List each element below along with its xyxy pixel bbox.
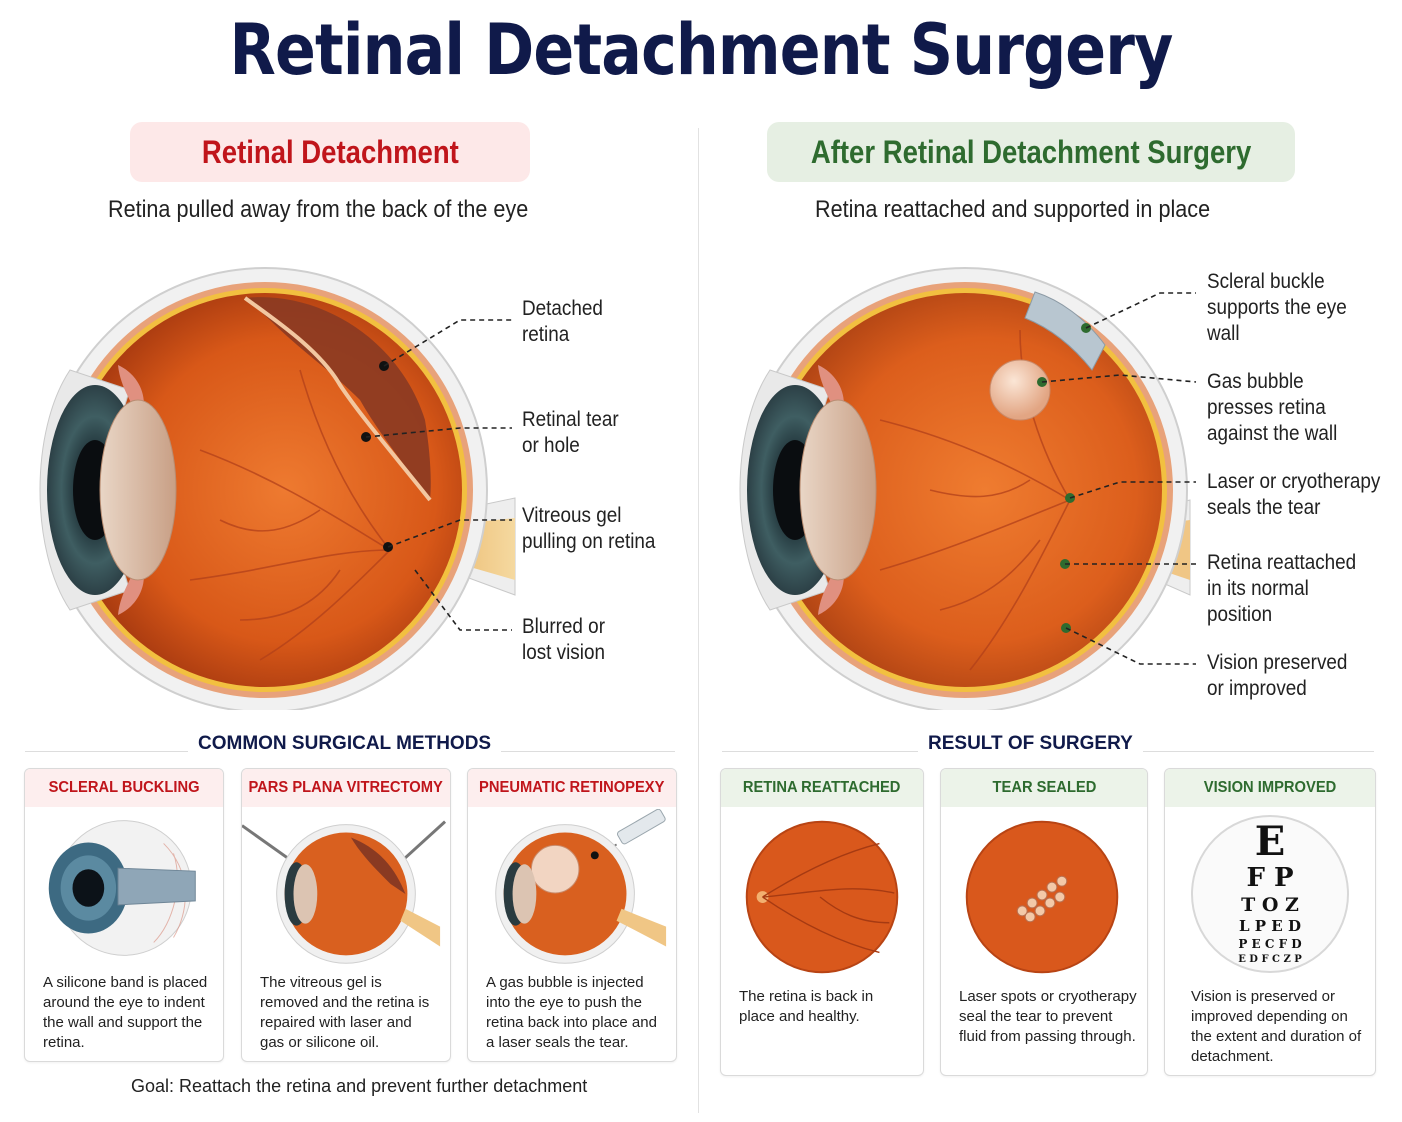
panel-divider bbox=[698, 128, 699, 1113]
eye-chart-row: T O Z bbox=[1241, 894, 1299, 916]
result-card-retina-reattached: RETINA REATTACHED The retina is back in … bbox=[720, 768, 924, 1076]
eye-chart-row: F P bbox=[1246, 863, 1294, 893]
callout-vitreous-gel-text: Vitreous gel pulling on retina bbox=[522, 504, 656, 553]
eye-chart-row: E bbox=[1254, 818, 1286, 865]
result-card-heading: TEAR SEALED bbox=[941, 769, 1147, 807]
surgery-heading-text: After Retinal Detachment Surgery bbox=[810, 133, 1252, 170]
callout-vision-preserved-text: Vision preserved or improved bbox=[1207, 651, 1348, 700]
callout-retinal-tear: Retinal tear or hole bbox=[522, 407, 629, 459]
callout-detached-retina-text: Detached retina bbox=[522, 297, 603, 346]
page-title: Retinal Detachment Surgery bbox=[229, 9, 1174, 91]
callout-gas-bubble-text: Gas bubble presses retina against the wa… bbox=[1207, 370, 1338, 445]
eye-chart-row: L P E D bbox=[1239, 917, 1301, 935]
result-card-vision-improved: VISION IMPROVED E F P T O Z L P E D P E … bbox=[1164, 768, 1376, 1076]
result-card-heading-text: RETINA REATTACHED bbox=[743, 779, 901, 796]
pneumatic-retinopexy-icon bbox=[495, 809, 667, 964]
result-card-text: Laser spots or cryotherapy seal the tear… bbox=[959, 988, 1137, 1045]
method-card-scleral-buckling: SCLERAL BUCKLING A silicone band is plac… bbox=[24, 768, 224, 1062]
method-card-vitrectomy: PARS PLANA VITRECTOMY The vitreous gel i… bbox=[241, 768, 451, 1062]
callout-blurred-vision: Blurred or lost vision bbox=[522, 614, 614, 666]
surgery-goal: Goal: Reattach the retina and prevent fu… bbox=[131, 1076, 588, 1096]
result-card-tear-sealed: TEAR SEALED Laser spots or cryotherapy s… bbox=[940, 768, 1148, 1076]
detachment-heading: Retinal Detachment bbox=[130, 122, 530, 182]
method-card-text: A gas bubble is injected into the eye to… bbox=[486, 974, 657, 1051]
callout-detached-retina: Detached retina bbox=[522, 296, 612, 348]
method-card-text: A silicone band is placed around the eye… bbox=[43, 974, 208, 1051]
scleral-buckling-icon bbox=[48, 820, 196, 956]
sealed-tear-fundus-icon bbox=[965, 820, 1119, 974]
methods-title: COMMON SURGICAL METHODS bbox=[188, 733, 502, 755]
detached-eye-illustration bbox=[39, 267, 516, 710]
method-card-heading-text: PNEUMATIC RETINOPEXY bbox=[479, 779, 665, 796]
vitrectomy-icon bbox=[242, 820, 447, 964]
method-card-heading: SCLERAL BUCKLING bbox=[25, 769, 223, 807]
eye-chart-row: P E C F D bbox=[1238, 937, 1302, 951]
eye-chart-icon: E F P T O Z L P E D P E C F D E D F C Z … bbox=[1191, 815, 1349, 973]
reattached-eye-illustration bbox=[739, 267, 1197, 710]
callout-retinal-tear-text: Retinal tear or hole bbox=[522, 408, 619, 457]
result-card-heading: VISION IMPROVED bbox=[1165, 769, 1375, 807]
method-card-heading-text: PARS PLANA VITRECTOMY bbox=[248, 779, 444, 796]
surgery-subtitle: Retina reattached and supported in place bbox=[815, 196, 1254, 224]
callout-retina-reattached-text: Retina reattached in its normal position bbox=[1207, 551, 1357, 626]
result-card-text: The retina is back in place and healthy. bbox=[739, 988, 874, 1025]
method-card-heading-text: SCLERAL BUCKLING bbox=[48, 779, 200, 796]
callout-vitreous-gel: Vitreous gel pulling on retina bbox=[522, 503, 670, 555]
result-card-text: Vision is preserved or improved dependin… bbox=[1191, 988, 1362, 1065]
callout-vision-preserved: Vision preserved or improved bbox=[1207, 650, 1363, 702]
callout-laser-cryotherapy: Laser or cryotherapy seals the tear bbox=[1207, 469, 1400, 521]
callout-blurred-vision-text: Blurred or lost vision bbox=[522, 615, 605, 664]
callout-gas-bubble: Gas bubble presses retina against the wa… bbox=[1207, 369, 1352, 447]
callout-scleral-buckle: Scleral buckle supports the eye wall bbox=[1207, 269, 1362, 347]
surgery-heading: After Retinal Detachment Surgery bbox=[767, 122, 1295, 182]
detachment-subtitle: Retina pulled away from the back of the … bbox=[108, 196, 575, 224]
detachment-subtitle-text: Retina pulled away from the back of the … bbox=[108, 196, 529, 223]
method-card-heading: PNEUMATIC RETINOPEXY bbox=[468, 769, 676, 807]
method-card-text: The vitreous gel is removed and the reti… bbox=[260, 974, 430, 1051]
result-card-heading-text: VISION IMPROVED bbox=[1203, 779, 1337, 796]
result-card-heading-text: TEAR SEALED bbox=[992, 779, 1096, 796]
result-card-heading: RETINA REATTACHED bbox=[721, 769, 923, 807]
eye-chart-row: E D F C Z P bbox=[1238, 954, 1302, 965]
healthy-fundus-icon bbox=[745, 820, 899, 974]
callout-laser-cryotherapy-text: Laser or cryotherapy seals the tear bbox=[1207, 470, 1381, 519]
callout-scleral-buckle-text: Scleral buckle supports the eye wall bbox=[1207, 270, 1347, 345]
results-title: RESULT OF SURGERY bbox=[918, 733, 1143, 755]
callout-retina-reattached: Retina reattached in its normal position bbox=[1207, 550, 1373, 628]
method-card-heading: PARS PLANA VITRECTOMY bbox=[242, 769, 450, 807]
detachment-heading-text: Retinal Detachment bbox=[201, 133, 459, 170]
surgery-subtitle-text: Retina reattached and supported in place bbox=[815, 196, 1211, 223]
method-card-pneumatic-retinopexy: PNEUMATIC RETINOPEXY A gas bubble is inj… bbox=[467, 768, 677, 1062]
